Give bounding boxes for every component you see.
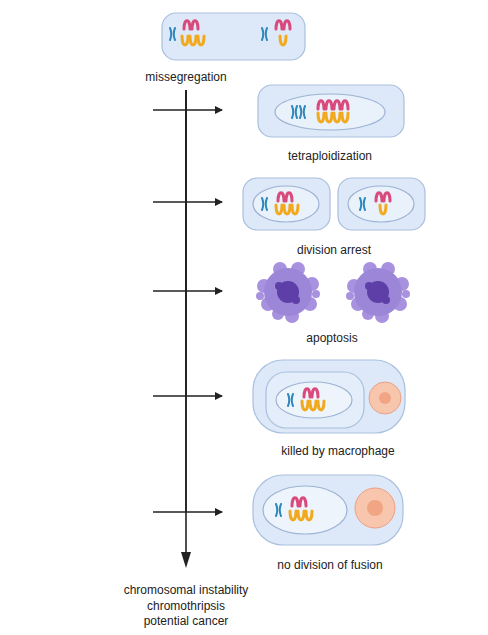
outcome-text: chromosomal instability (86, 583, 286, 599)
stage-label: division arrest (264, 243, 404, 258)
stage-label: killed by macrophage (268, 444, 408, 459)
stage-node: division arrest (222, 175, 430, 259)
stage-label: tetraploidization (260, 149, 400, 164)
stage-node: tetraploidization (222, 82, 412, 166)
stage-label: apoptosis (262, 331, 402, 346)
outcome-arrow (186, 90, 222, 110)
stage-node: no division of fusion (222, 472, 412, 572)
outcome-text: chromothripsis (86, 599, 286, 615)
stage-node: apoptosis (222, 262, 420, 347)
stage-node: missegregation (130, 10, 310, 90)
outcome-arrow (186, 90, 222, 291)
outcome-arrow (186, 90, 222, 512)
outcome-text: potential cancer (86, 614, 286, 630)
stage-label: no division of fusion (260, 558, 400, 573)
outcome-arrow (186, 90, 222, 202)
stage-label: missegregation (130, 70, 242, 85)
outcome-arrow (186, 90, 222, 396)
stage-node: killed by macrophage (222, 356, 412, 460)
outcome-labels: chromosomal instabilitychromothripsispot… (86, 583, 286, 630)
